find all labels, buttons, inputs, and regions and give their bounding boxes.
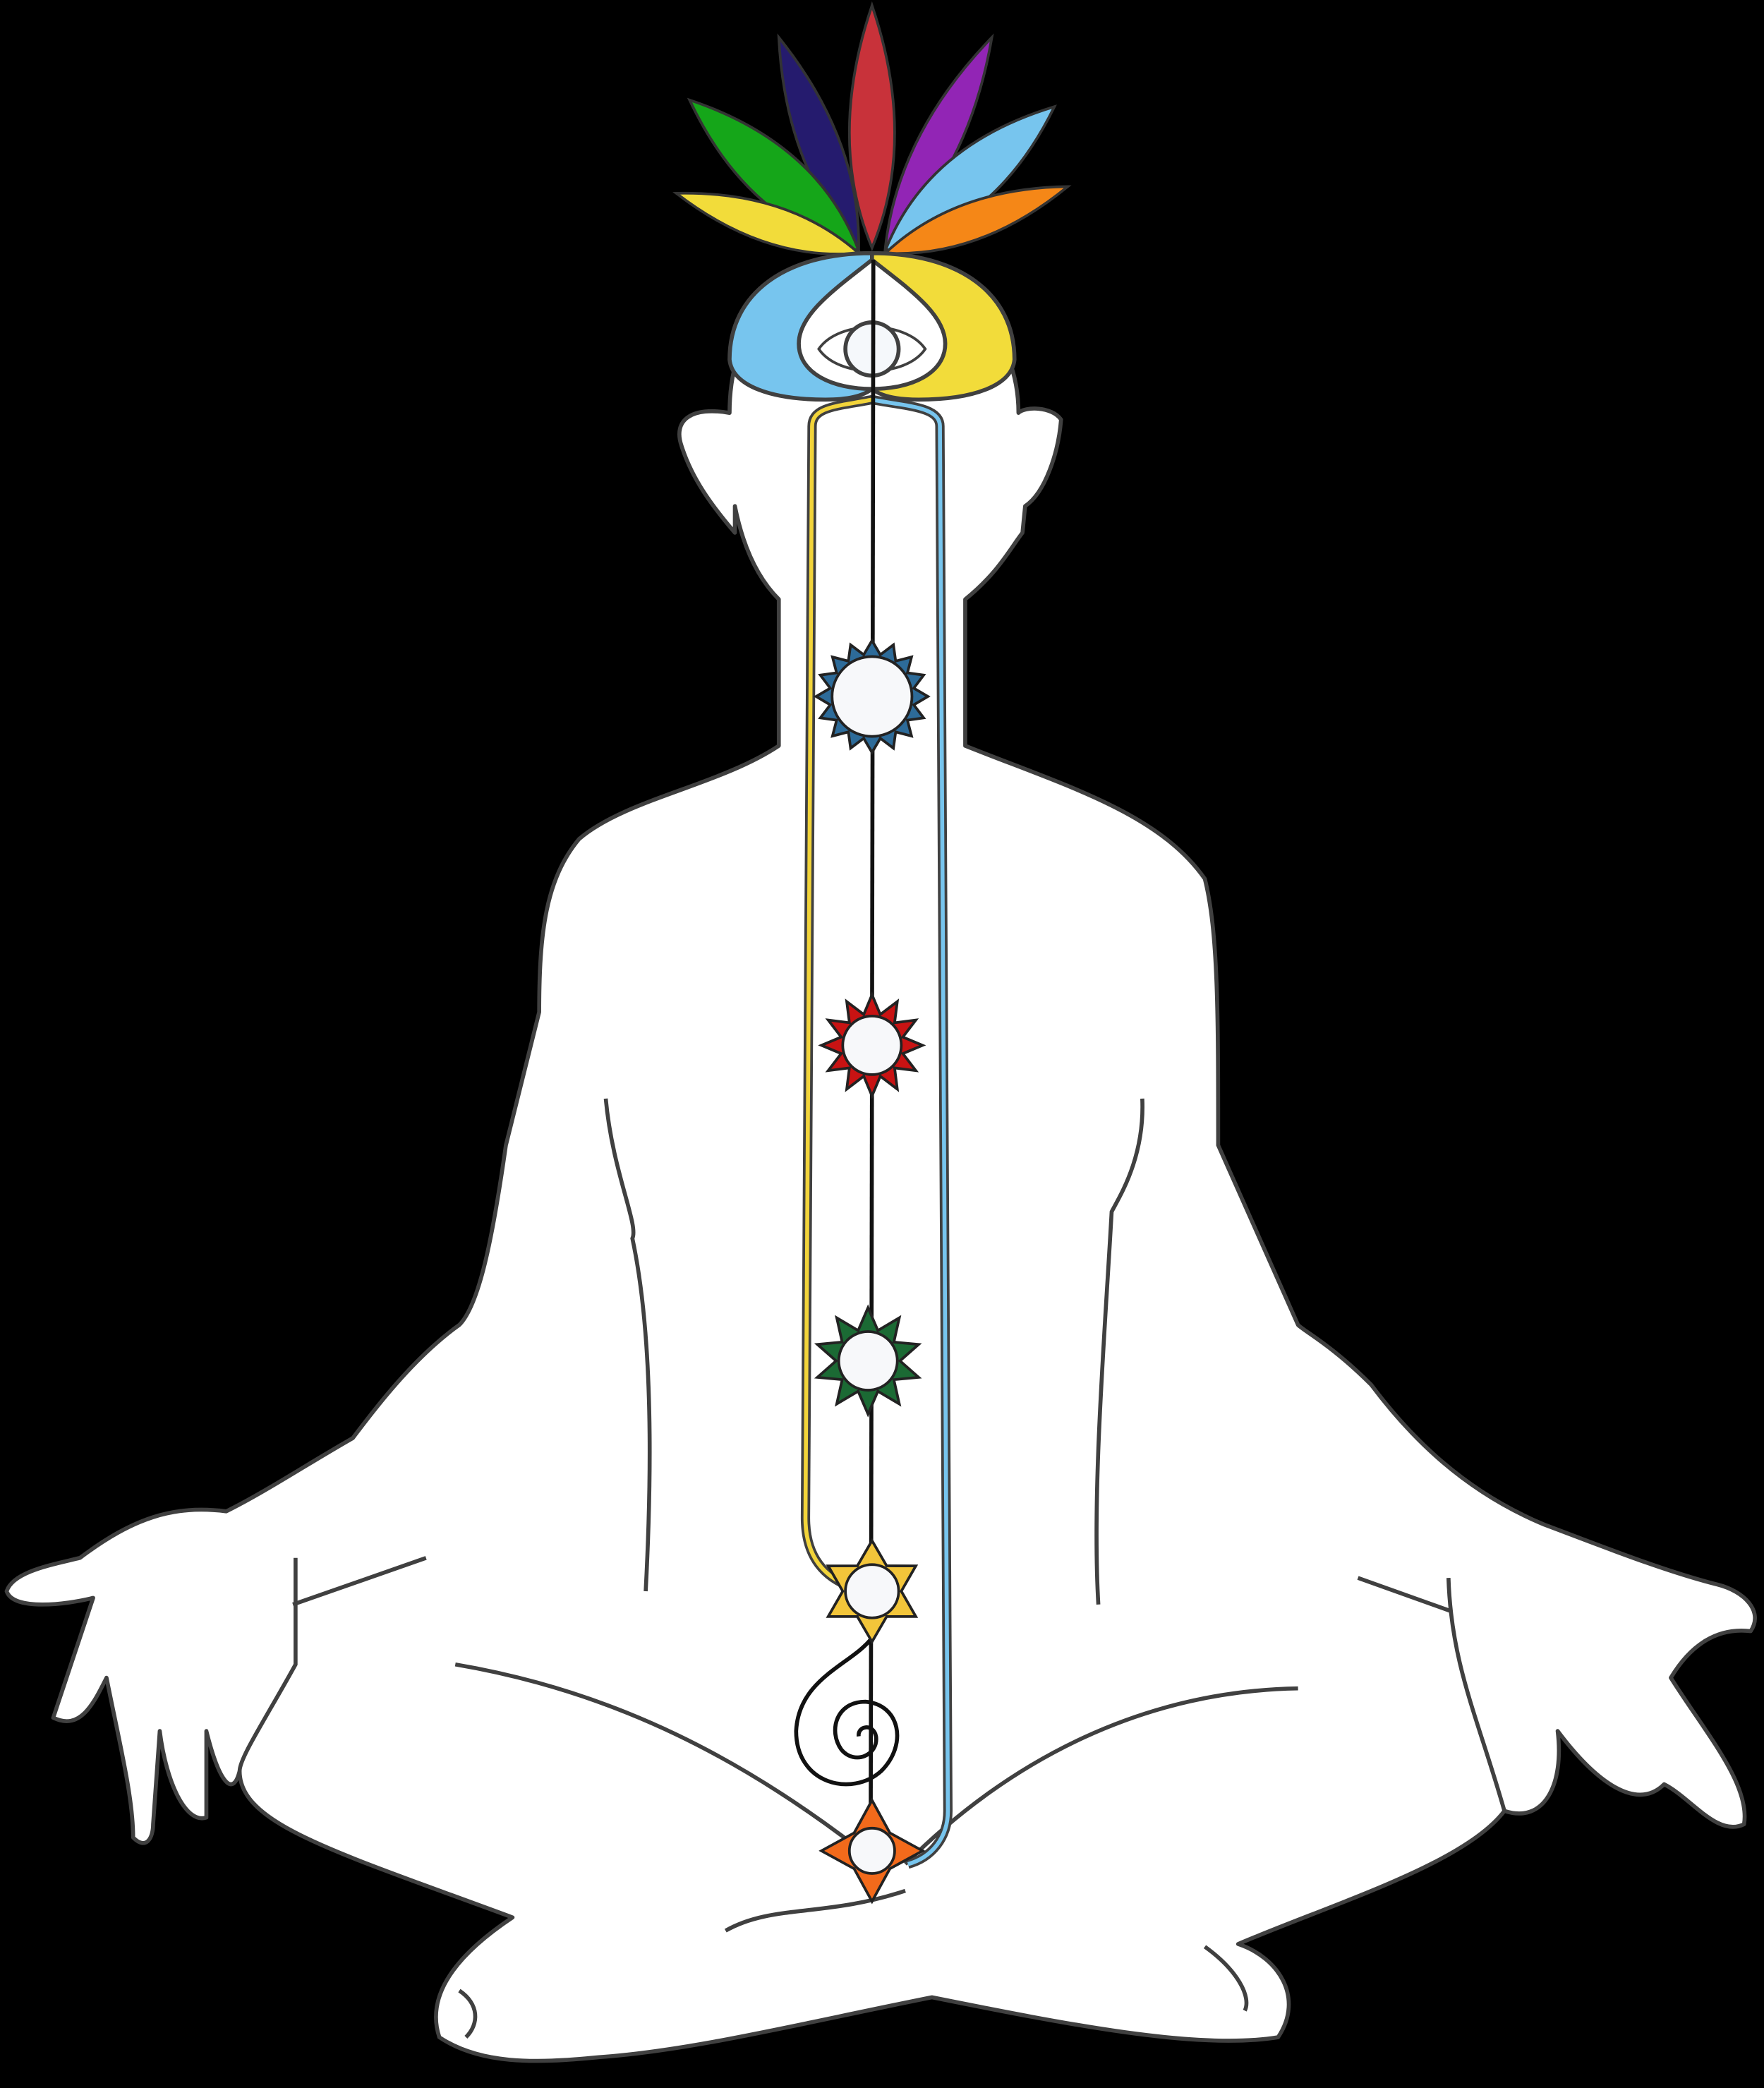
third-eye-head-crown <box>727 251 1017 402</box>
crown-lotus <box>672 1 1072 255</box>
chakra-center <box>830 655 914 738</box>
chakra-root <box>818 1797 926 1905</box>
chakras <box>813 638 931 1905</box>
ida-nadi-fill <box>803 397 873 1589</box>
eye-outline <box>817 325 927 373</box>
meditating-figure-body <box>4 264 1757 2063</box>
pingala-nadi-fill <box>871 397 950 1866</box>
chakra-center <box>841 1014 903 1076</box>
chakra-throat <box>813 638 931 756</box>
chakra-solar-plexus <box>814 1304 922 1418</box>
chakra-heart <box>818 991 926 1099</box>
chakra-sacral <box>826 1538 919 1645</box>
body-contour-lines <box>237 1098 1506 2039</box>
lotus-petal-yellow <box>672 191 862 255</box>
chakra-center <box>847 1826 896 1875</box>
kundalini-spiral <box>794 1636 900 1787</box>
chakra-center <box>837 1330 899 1392</box>
lotus-petal-orange <box>882 185 1072 255</box>
chakra-center <box>844 1563 900 1619</box>
lotus-petal-red <box>847 1 896 252</box>
